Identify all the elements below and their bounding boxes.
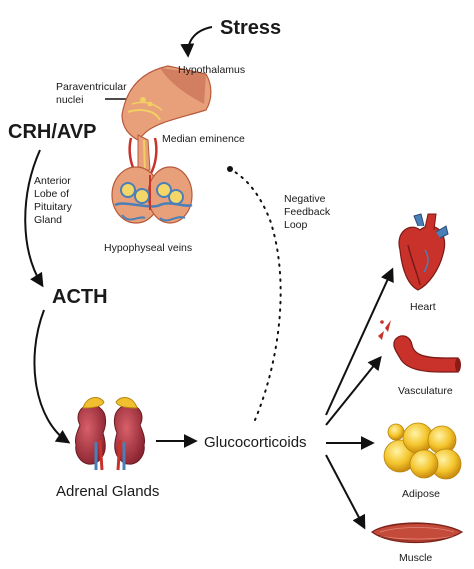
stress-arrow: [180, 26, 213, 58]
acth-to-adrenal-arrow: [33, 309, 71, 444]
adrenal-glands-illustration: [75, 396, 145, 471]
hypothalamus-label: Hypothalamus: [178, 64, 245, 76]
to-muscle-arrow: [325, 454, 366, 530]
anterior-lobe-label-line2: Lobe of: [34, 188, 69, 200]
muscle-label: Muscle: [399, 552, 432, 564]
to-vasculature-arrow: [325, 355, 382, 426]
acth-label: ACTH: [52, 286, 108, 308]
paraventricular-label-line2: nuclei: [56, 94, 83, 106]
paraventricular-label-line1: Paraventricular: [56, 81, 127, 93]
negative-feedback-label-line1: Negative: [284, 193, 326, 205]
anterior-lobe-label-line4: Gland: [34, 214, 62, 226]
median-eminence-label: Median eminence: [162, 133, 245, 145]
heart-label: Heart: [410, 301, 436, 313]
adipose-illustration: [383, 422, 462, 480]
negative-feedback-label-line2: Feedback: [284, 206, 331, 218]
negative-feedback-label-line3: Loop: [284, 219, 308, 231]
vasculature-illustration: [378, 320, 461, 373]
stress-label: Stress: [220, 17, 281, 39]
to-heart-arrow: [325, 267, 394, 416]
anterior-lobe-label-line1: Anterior: [34, 175, 71, 187]
adipose-label: Adipose: [402, 488, 440, 500]
vasculature-label: Vasculature: [398, 385, 453, 397]
adrenal-glands-label: Adrenal Glands: [56, 483, 159, 500]
hypophyseal-veins-label: Hypophyseal veins: [104, 242, 192, 254]
crh-to-acth-arrow: [24, 149, 44, 288]
crh-avp-label: CRH/AVP: [8, 121, 97, 143]
heart-illustration: [398, 213, 449, 291]
feedback-end-dot: [227, 166, 233, 172]
muscle-illustration: [370, 522, 464, 544]
negative-feedback-dotted-line: [231, 169, 282, 421]
glucocorticoids-label: Glucocorticoids: [204, 434, 307, 451]
hypothalamus-pituitary-illustration: [111, 65, 212, 224]
anterior-lobe-label-line3: Pituitary: [34, 201, 73, 213]
